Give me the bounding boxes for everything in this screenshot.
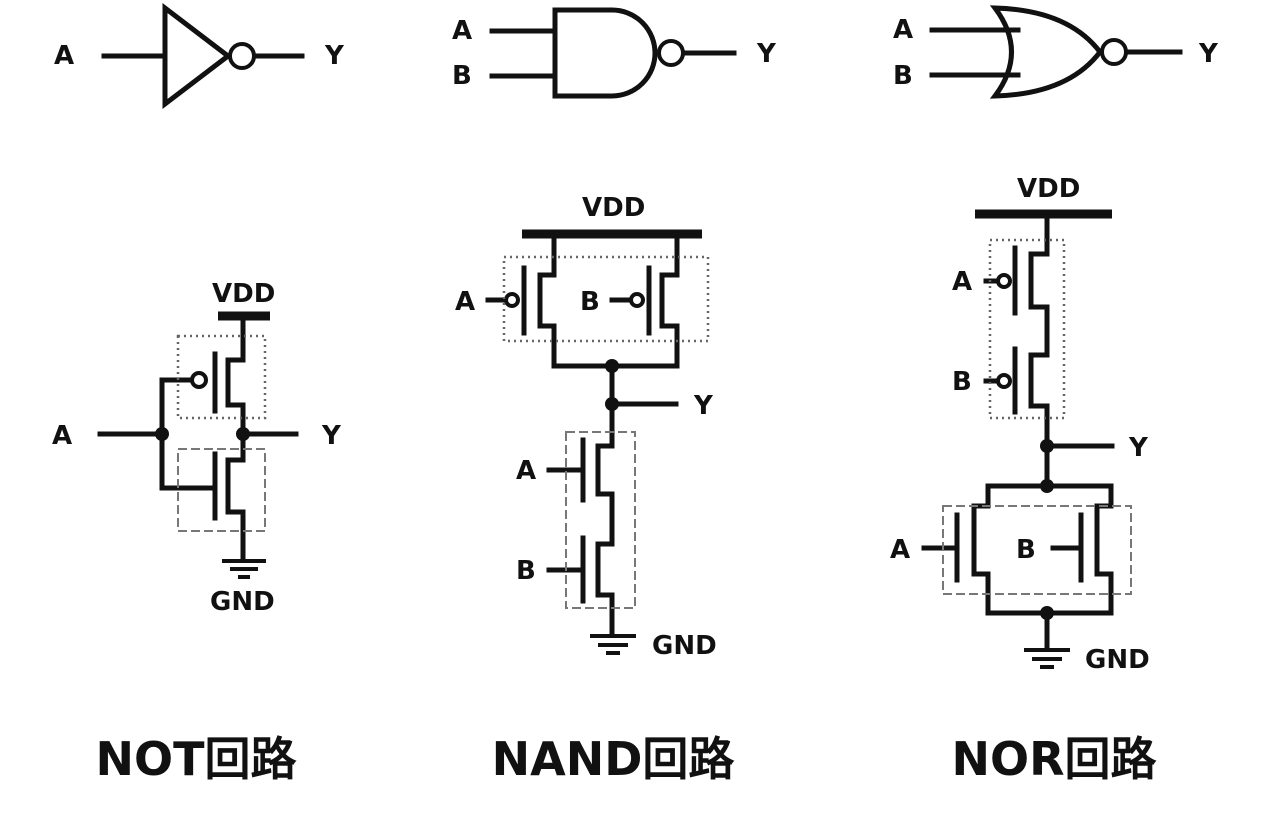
not-pmos-bubble	[190, 371, 208, 389]
nor-cmos-circuit: VDD A B A B Y GND	[890, 174, 1150, 675]
not-gate-symbol: A Y	[54, 2, 345, 110]
nand-cmos-circuit: VDD A B A B Y GND	[455, 193, 717, 661]
nand-pmos-a-label: A	[455, 287, 475, 317]
nand-gate-body	[552, 7, 658, 99]
nor-gate-input-b-label: B	[893, 61, 913, 91]
nor-output-y-label: Y	[1128, 433, 1149, 463]
not-gate-output-y-label: Y	[324, 41, 345, 71]
nand-gate-input-b-label: B	[452, 61, 472, 91]
nor-nmos-box	[942, 505, 1132, 595]
nor-circuit-title: NOR回路	[951, 732, 1157, 786]
nor-vdd-label: VDD	[1017, 174, 1080, 204]
nand-pmos-a-bubble	[504, 292, 520, 308]
nand-gate-output-y-label: Y	[756, 39, 777, 69]
not-cmos-circuit: VDD A Y GND	[52, 279, 342, 617]
nor-gate-symbol: A B Y	[893, 5, 1219, 99]
nor-pmos-b-bubble	[996, 373, 1012, 389]
not-gate-bubble	[228, 42, 256, 70]
not-nmos-box	[177, 448, 266, 532]
not-output-y-label: Y	[321, 421, 342, 451]
nand-nmos-a-label: A	[516, 456, 536, 486]
not-gate-triangle	[162, 2, 233, 110]
nor-gate-body	[989, 5, 1104, 99]
nand-pmos-b-bubble	[629, 292, 645, 308]
nor-pmos-b-label: B	[952, 367, 972, 397]
nand-output-y-label: Y	[693, 391, 714, 421]
nor-nmos-a-label: A	[890, 535, 910, 565]
nand-nmos-box	[565, 431, 636, 609]
nand-gnd-label: GND	[652, 631, 717, 661]
not-gate-input-a-label: A	[54, 41, 74, 71]
not-vdd-label: VDD	[212, 279, 275, 309]
not-pmos-box	[176, 334, 267, 420]
nand-vdd-label: VDD	[582, 193, 645, 223]
nand-nmos-b-label: B	[516, 556, 536, 586]
nor-pmos-a-label: A	[952, 267, 972, 297]
nand-gate-input-a-label: A	[452, 16, 472, 46]
nor-gate-input-a-label: A	[893, 15, 913, 45]
nor-gnd-label: GND	[1085, 645, 1150, 675]
nand-pmos-b-label: B	[580, 287, 600, 317]
nor-nmos-b-label: B	[1016, 535, 1036, 565]
nor-pmos-a-bubble	[996, 273, 1012, 289]
nand-gate-bubble	[657, 39, 685, 67]
nand-gate-symbol: A B Y	[452, 7, 777, 99]
nor-gate-bubble	[1100, 38, 1128, 66]
nand-circuit-title: NAND回路	[492, 732, 736, 786]
nor-gate-output-y-label: Y	[1198, 39, 1219, 69]
not-circuit-title: NOT回路	[96, 732, 298, 786]
nor-pmos-box	[988, 238, 1066, 420]
nand-pmos-box	[502, 255, 710, 343]
not-input-a-label: A	[52, 421, 72, 451]
not-gnd-label: GND	[210, 587, 275, 617]
